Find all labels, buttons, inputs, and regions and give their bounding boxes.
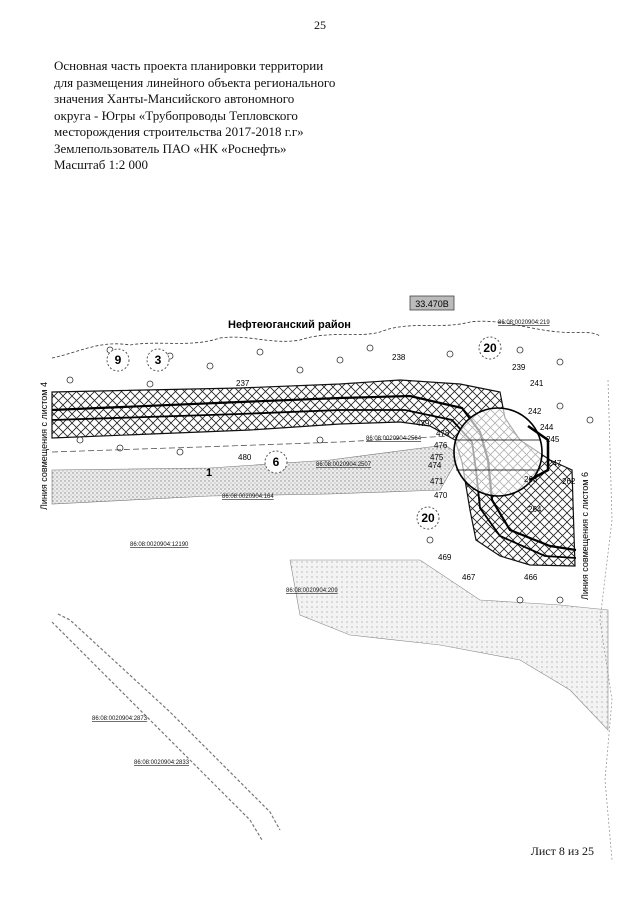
river-diagonal-bank bbox=[51, 613, 281, 841]
point-label: 476 bbox=[434, 441, 448, 450]
header-line: Масштаб 1:2 000 bbox=[54, 157, 148, 172]
point-label: 474 bbox=[428, 461, 442, 470]
point-label: 241 bbox=[530, 379, 544, 388]
right-border-line bbox=[599, 379, 613, 861]
point-label: 466 bbox=[524, 573, 538, 582]
zone-number-circles bbox=[106, 336, 502, 530]
document-header: Основная часть проекта планировки террит… bbox=[54, 58, 374, 174]
zone-number: 6 bbox=[273, 455, 280, 469]
zone-number: 20 bbox=[483, 341, 497, 355]
point-label: 475 bbox=[430, 453, 444, 462]
point-label: 479 bbox=[416, 419, 430, 428]
left-edge-label: Линия совмещения с листом 4 bbox=[39, 382, 49, 510]
point-label: 247 bbox=[548, 459, 562, 468]
point-label: 469 bbox=[438, 553, 452, 562]
pipeline-corridor bbox=[51, 379, 576, 567]
forest-boundary bbox=[51, 320, 601, 359]
point-label: 480 bbox=[238, 453, 252, 462]
point-label: 242 bbox=[528, 407, 542, 416]
pad-inner-line bbox=[456, 439, 540, 471]
point-label: 237 bbox=[236, 379, 250, 388]
point-label: 264 bbox=[528, 505, 542, 514]
point-label: 1 bbox=[206, 467, 212, 479]
zone-number: 9 bbox=[115, 353, 122, 367]
zone-number: 20 bbox=[421, 511, 435, 525]
vegetation-symbols bbox=[66, 344, 594, 604]
header-line: значения Ханты-Мансийского автономного bbox=[54, 91, 295, 106]
point-label: 239 bbox=[512, 363, 526, 372]
header-line: Землепользователь ПАО «НК «Роснефть» bbox=[54, 140, 287, 156]
area-tag: 33.470В bbox=[415, 299, 449, 309]
cadastral-label: 86:08:0020904:219 bbox=[498, 320, 550, 326]
point-label: 262 bbox=[562, 477, 576, 486]
cadastral-label: 86:08:0020904:12190 bbox=[130, 542, 189, 548]
point-label: 245 bbox=[546, 435, 560, 444]
cadastral-label: 86:08:0020904:209 bbox=[286, 588, 338, 594]
cadastral-label: 86:08:0020904:164 bbox=[222, 494, 274, 500]
area-tag-box bbox=[409, 295, 455, 311]
river-lower-area bbox=[289, 559, 609, 731]
cadastral-label: 86:08:0020904:2873 bbox=[92, 716, 148, 722]
right-edge-label: Линия совмещения с листом 6 bbox=[580, 472, 590, 600]
point-label: 478 bbox=[436, 429, 450, 438]
header-line: Основная часть проекта планировки террит… bbox=[54, 58, 324, 73]
point-label: 470 bbox=[434, 491, 448, 500]
point-label: 263 bbox=[524, 475, 538, 484]
cadastral-label: 86:08:0020904:2833 bbox=[134, 760, 190, 766]
sheet-footer: Лист 8 из 25 bbox=[530, 844, 594, 858]
district-label: Нефтеюганский район bbox=[228, 319, 351, 331]
cadastral-label: 86:08:0020904:2507 bbox=[316, 462, 372, 468]
header-line: месторождения строительства 2017-2018 г.… bbox=[54, 124, 304, 139]
cadastral-label: 86:08:0020904:2564 bbox=[366, 436, 422, 442]
header-line: для размещения линейного объекта региона… bbox=[54, 74, 336, 90]
point-label: 244 bbox=[540, 423, 554, 432]
zone-number: 3 bbox=[155, 353, 162, 367]
point-label: 471 bbox=[430, 477, 444, 486]
survey-line bbox=[51, 435, 451, 453]
point-label: 238 bbox=[392, 353, 406, 362]
page-number: 25 bbox=[314, 18, 326, 32]
header-line: округа - Югры «Трубопроводы Тепловского bbox=[54, 107, 298, 123]
pad-bracket bbox=[527, 424, 550, 482]
well-pad-circle bbox=[453, 407, 543, 497]
point-label: 467 bbox=[462, 573, 476, 582]
